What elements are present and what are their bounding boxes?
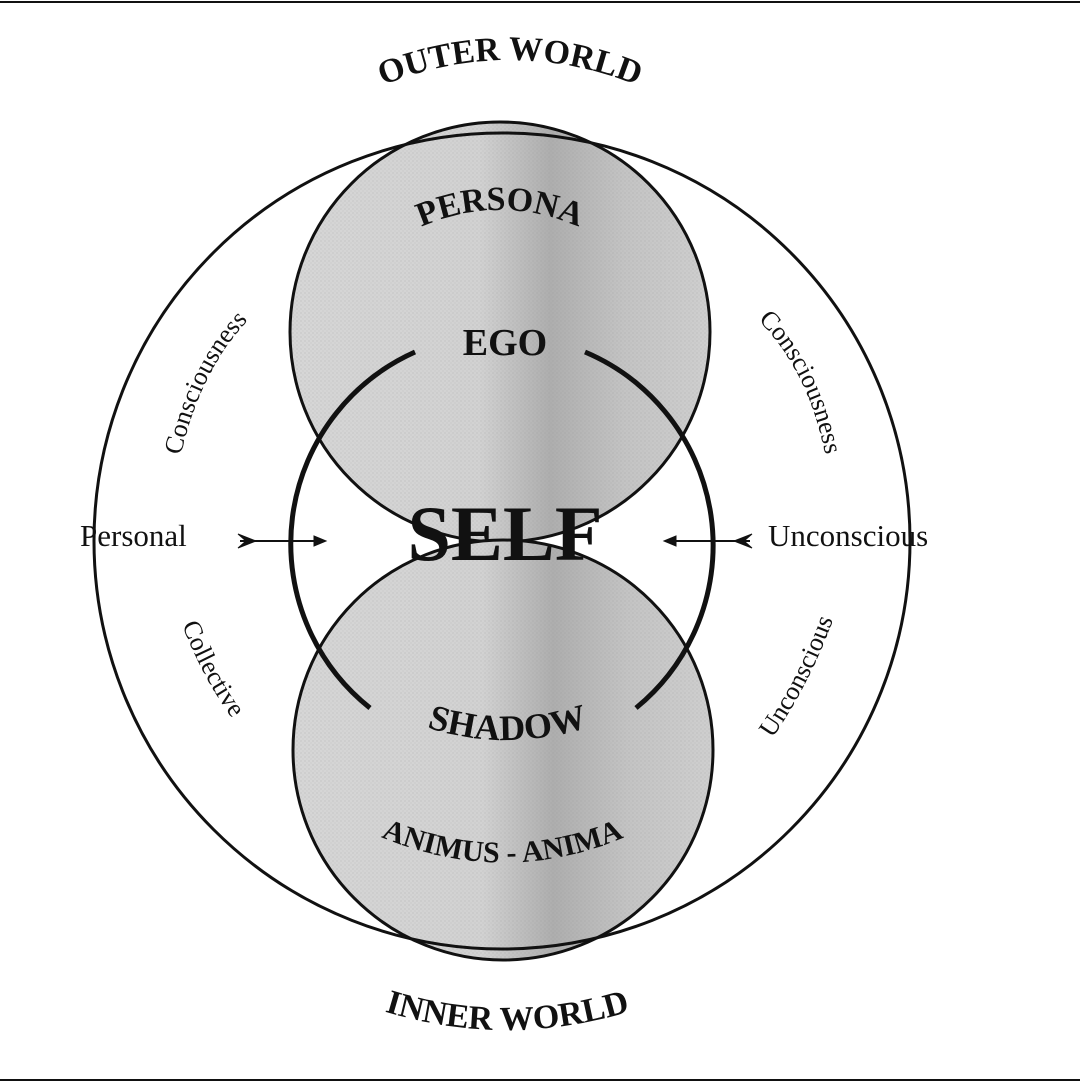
arrow-left — [237, 533, 328, 549]
consciousness-right-label: Consciousness — [754, 304, 848, 456]
unconscious-side-label: Unconscious — [768, 518, 928, 553]
collective-label: Collective — [176, 616, 251, 722]
self-circle-left-arc — [288, 349, 417, 710]
arrow-right — [662, 533, 753, 549]
personal-label: Personal — [80, 518, 187, 553]
ego-label: EGO — [463, 322, 547, 364]
persona-ego-circle-grain — [292, 124, 708, 540]
inner-world-label: INNER WORLD — [382, 983, 632, 1038]
shadow-anima-circle-grain — [295, 542, 711, 958]
unconscious-right-arc-label: Unconscious — [753, 611, 839, 742]
self-circle-right-arc — [584, 349, 716, 710]
outer-psyche-circle — [92, 131, 912, 951]
self-label: SELF — [407, 490, 602, 577]
outer-world-label: OUTER WORLD — [373, 31, 647, 93]
consciousness-left-label: Consciousness — [158, 305, 252, 457]
